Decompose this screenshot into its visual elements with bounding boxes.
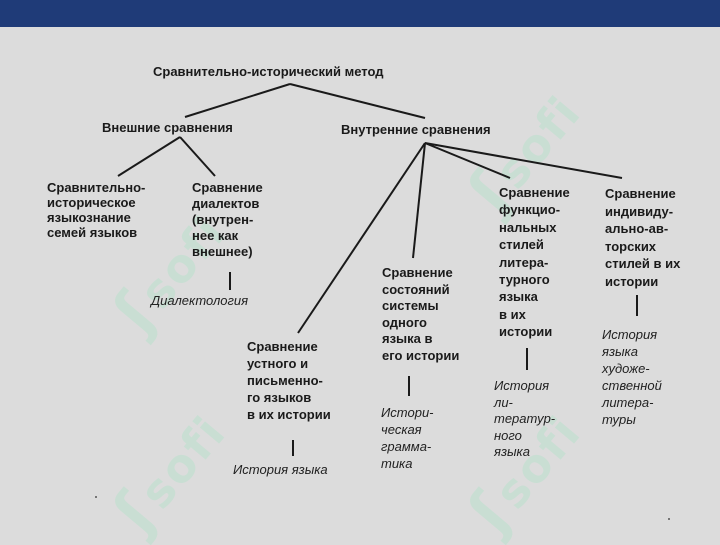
edge-internal-oral [297, 142, 426, 334]
edge-root-internal [289, 83, 426, 119]
internal-comparisons-node: Внутренние сравнения [341, 122, 491, 137]
edge-internal-functional [424, 142, 511, 179]
edge-root-external [184, 83, 291, 118]
scan-speck [668, 518, 670, 520]
discipline-fiction-language-history: История языка художе- ственной литера- т… [602, 327, 662, 427]
discipline-historical-grammar: Истори- ческая грамма- тика [381, 405, 434, 471]
root-node: Сравнительно-исторический метод [153, 64, 384, 79]
authorial-styles-comparison-node: Сравнение индивиду- ально-ав- торских ст… [605, 186, 681, 289]
dialect-comparison-node: Сравнение диалектов (внутрен- нее как вн… [192, 180, 263, 259]
external-comparisons-node: Внешние сравнения [102, 120, 233, 135]
system-states-comparison-node: Сравнение состояний системы одного языка… [382, 265, 460, 363]
oral-written-comparison-node: Сравнение устного и письменно- го языков… [247, 339, 331, 422]
discipline-language-history: История языка [233, 462, 328, 477]
edge-external-comparative [117, 136, 181, 177]
edge-external-dialects [179, 136, 216, 177]
edge-internal-states [412, 142, 426, 259]
functional-styles-comparison-node: Сравнение функцио- нальных стилей литера… [499, 185, 570, 340]
scan-speck [95, 496, 97, 498]
slide-canvas [0, 27, 720, 540]
discipline-dialectology: Диалектология [151, 293, 249, 308]
comparative-linguistics-node: Сравнительно- историческое языкознание с… [47, 180, 146, 240]
header-bar [0, 0, 720, 27]
edge-internal-authorial [424, 142, 623, 179]
discipline-literary-language-history: История ли- тератур- ного языка [494, 378, 556, 459]
